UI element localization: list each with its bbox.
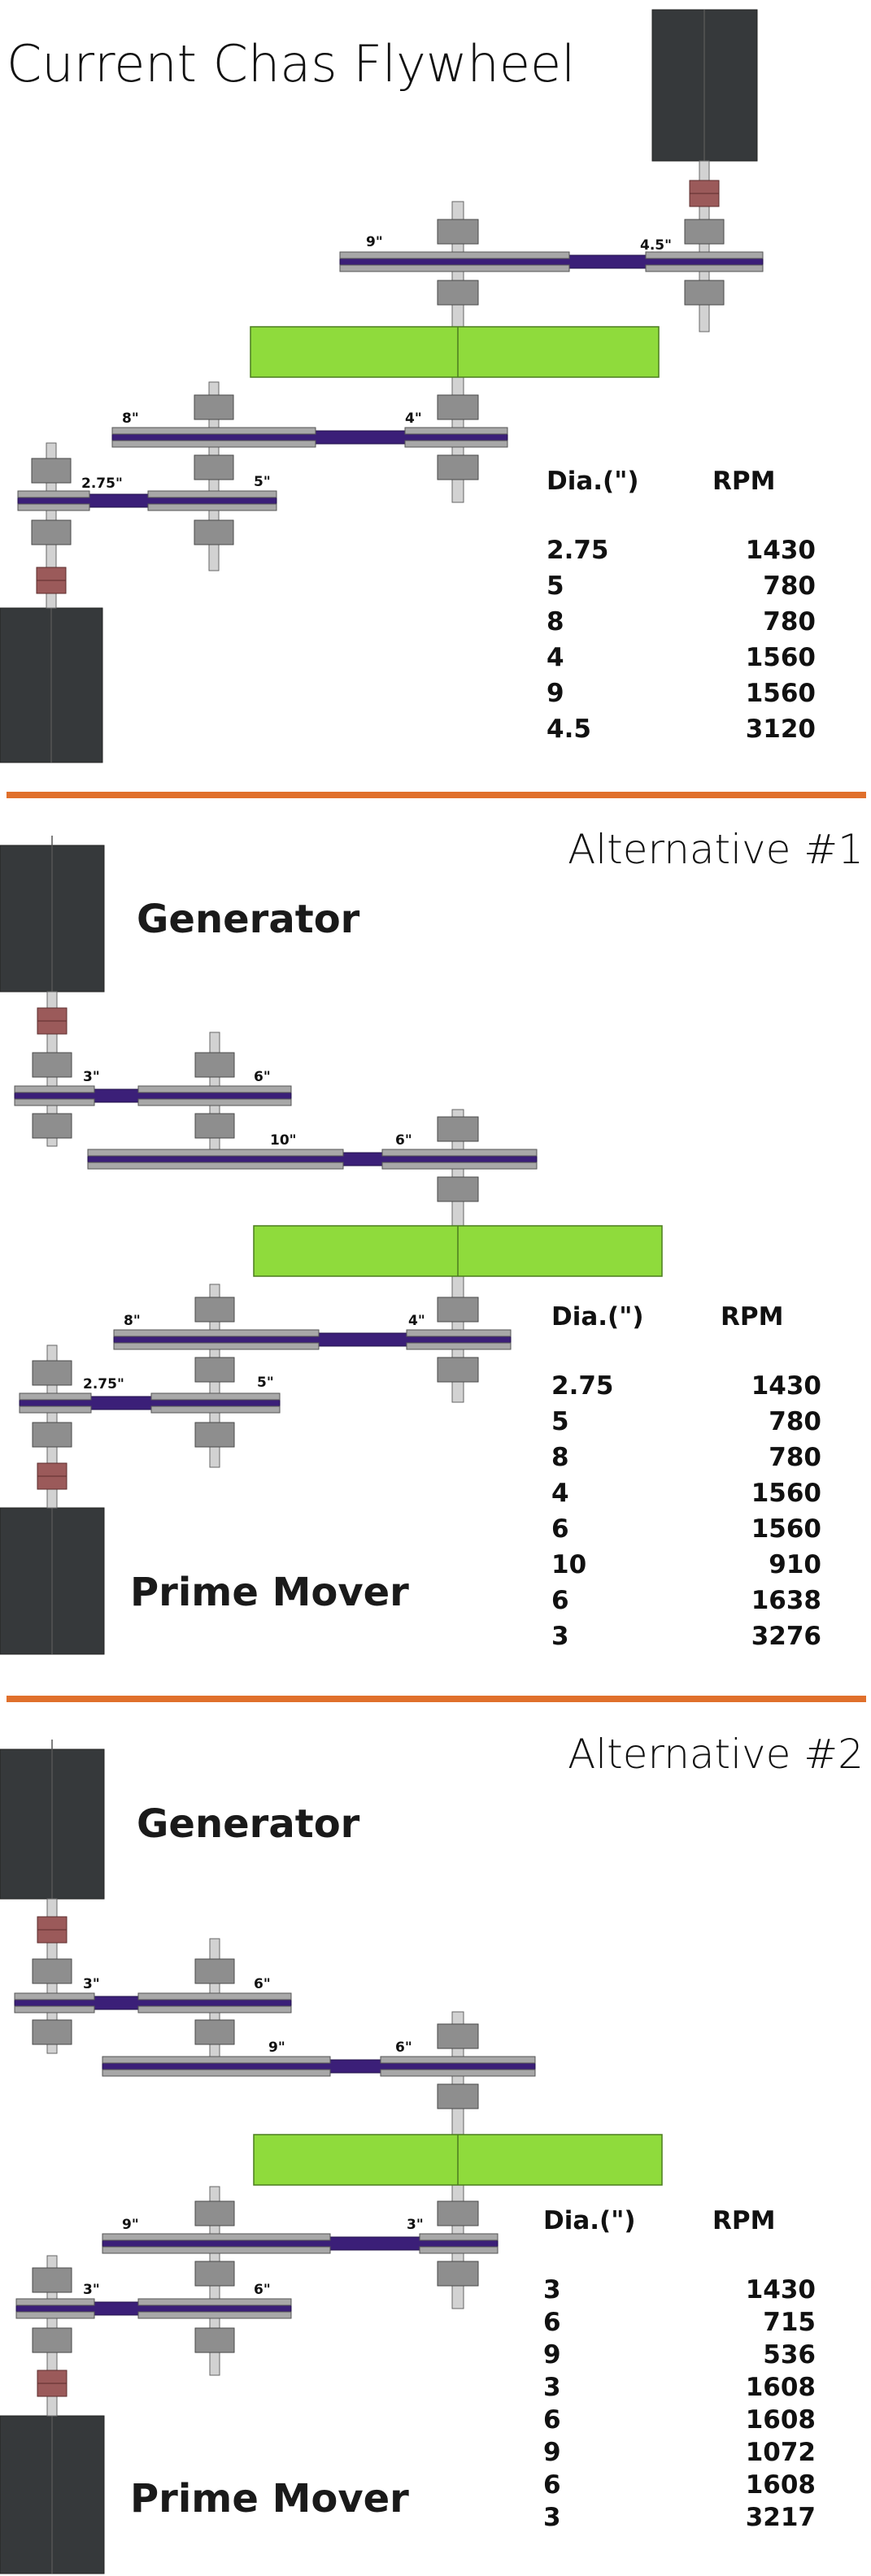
- table-cell: 9: [543, 2340, 561, 2370]
- table-cell: 5: [547, 571, 564, 601]
- table-cell: 2.75: [547, 536, 609, 565]
- pulley-label: 2.75": [81, 476, 123, 492]
- table-cell: 1560: [751, 1479, 821, 1508]
- table-cell: 910: [769, 1550, 821, 1579]
- table-cell: 3: [543, 2373, 561, 2402]
- table-cell: 780: [763, 607, 816, 636]
- table-cell: 1560: [751, 1514, 821, 1544]
- section-alternative-2: Alternative #2 Generator Prime Mover: [0, 1731, 864, 2574]
- table-cell: 4.5: [547, 715, 591, 744]
- pulley-label: 10": [270, 1132, 297, 1149]
- table-cell: 3120: [746, 715, 816, 744]
- table-cell: 1560: [746, 643, 816, 672]
- flywheel: [250, 326, 660, 378]
- pulley-label: 8": [124, 1313, 141, 1329]
- generator-label: Generator: [137, 897, 360, 942]
- table-cell: 1430: [746, 536, 816, 565]
- pulley-label: 6": [395, 1132, 412, 1149]
- pulley-label: 6": [254, 1976, 271, 1992]
- table-cell: 5: [551, 1407, 569, 1436]
- rpm-table: Dia.(") RPM 2.75 1430 5 780 8 780 4 1560…: [547, 467, 816, 744]
- pulley-label: 3": [407, 2217, 424, 2233]
- table-cell: 9: [547, 679, 564, 708]
- pulley-label: 3": [83, 1976, 100, 1992]
- prime-mover-label: Prime Mover: [130, 1570, 409, 1615]
- table-header-rpm: RPM: [721, 1302, 783, 1331]
- table-cell: 6: [543, 2405, 561, 2435]
- table-cell: 1638: [751, 1586, 821, 1615]
- table-cell: 1560: [746, 679, 816, 708]
- table-cell: 715: [763, 2308, 816, 2337]
- rpm-table: Dia.(") RPM 2.75 1430 5 780 8 780 4 1560…: [551, 1302, 821, 1651]
- table-cell: 3276: [751, 1622, 821, 1651]
- table-cell: 3: [551, 1622, 569, 1651]
- table-header-rpm: RPM: [712, 2206, 775, 2235]
- table-cell: 8: [551, 1443, 569, 1472]
- table-cell: 6: [551, 1586, 569, 1615]
- pulley-hubs: [32, 1958, 479, 2353]
- table-cell: 1608: [746, 2373, 816, 2402]
- table-cell: 1430: [751, 1371, 821, 1401]
- generator-label: Generator: [137, 1801, 360, 1847]
- pulley-label: 6": [395, 2040, 412, 2056]
- section-title: Alternative #2: [568, 1731, 864, 1778]
- table-cell: 3: [543, 2503, 561, 2532]
- table-cell: 536: [763, 2340, 816, 2370]
- pulley-label: 3": [83, 2282, 100, 2298]
- table-cell: 4: [547, 643, 564, 672]
- table-cell: 1608: [746, 2470, 816, 2500]
- prime-mover-label: Prime Mover: [130, 2476, 409, 2522]
- pulley-label: 9": [122, 2217, 139, 2233]
- pulley-label: 6": [254, 1069, 271, 1085]
- pulley-hubs: [32, 1052, 479, 1448]
- rpm-table: Dia.(") RPM 3 1430 6 715 9 536 3 1608 6 …: [543, 2206, 816, 2532]
- pulley-label: 5": [257, 1375, 274, 1391]
- table-header-dia: Dia.("): [547, 467, 639, 496]
- pulley-label: 6": [254, 2282, 271, 2298]
- pulley-label: 3": [83, 1069, 100, 1085]
- table-cell: 780: [769, 1443, 821, 1472]
- pulley-label: 4": [405, 411, 422, 427]
- pulley-hubs: [31, 219, 725, 545]
- table-header-rpm: RPM: [712, 467, 775, 496]
- section-alternative-1: Alternative #1 Generator Prime Mover: [0, 826, 864, 1655]
- pulley-label: 9": [268, 2040, 285, 2056]
- pulley-label: 8": [122, 411, 139, 427]
- pulley-label: 4": [408, 1313, 425, 1329]
- table-cell: 3217: [746, 2503, 816, 2532]
- table-cell: 9: [543, 2438, 561, 2467]
- table-cell: 6: [543, 2308, 561, 2337]
- table-header-dia: Dia.("): [551, 1302, 644, 1331]
- table-cell: 6: [543, 2470, 561, 2500]
- table-cell: 10: [551, 1550, 586, 1579]
- section-divider: [7, 1696, 866, 1702]
- section-current: Current Chas Flywheel: [0, 9, 816, 763]
- table-cell: 1072: [746, 2438, 816, 2467]
- pulley-label: 2.75": [83, 1376, 124, 1392]
- pulley-label: 5": [254, 474, 271, 490]
- pulley-label: 9": [366, 234, 383, 250]
- section-title: Alternative #1: [568, 826, 864, 873]
- section-title: Current Chas Flywheel: [7, 34, 575, 93]
- table-cell: 2.75: [551, 1371, 614, 1401]
- table-cell: 6: [551, 1514, 569, 1544]
- table-cell: 3: [543, 2275, 561, 2304]
- table-header-dia: Dia.("): [543, 2206, 636, 2235]
- pulley-label: 4.5": [640, 237, 672, 254]
- table-cell: 780: [769, 1407, 821, 1436]
- table-cell: 1608: [746, 2405, 816, 2435]
- section-divider: [7, 792, 866, 798]
- table-cell: 1430: [746, 2275, 816, 2304]
- table-cell: 780: [763, 571, 816, 601]
- table-cell: 8: [547, 607, 564, 636]
- table-cell: 4: [551, 1479, 569, 1508]
